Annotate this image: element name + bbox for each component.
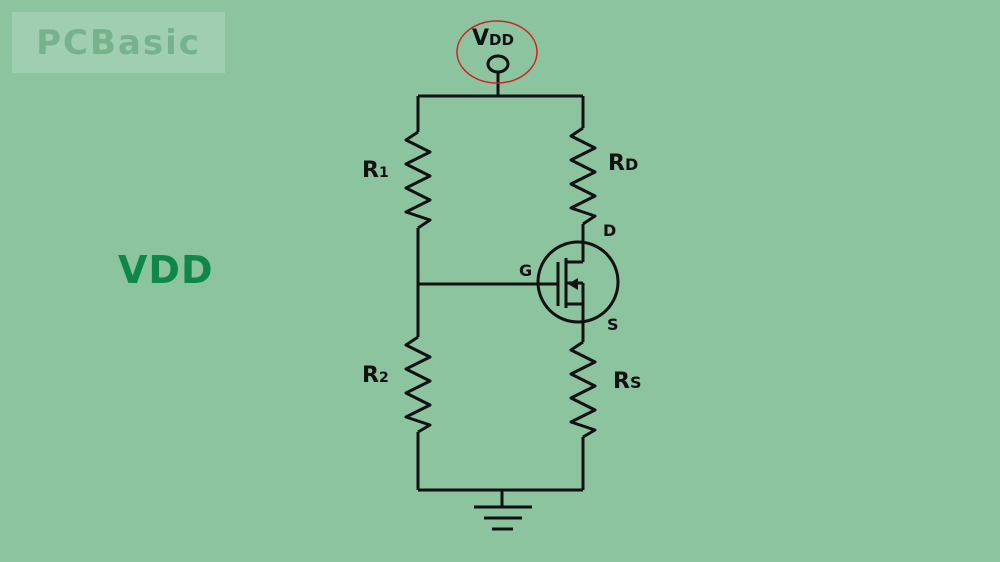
r1-label-main: R	[362, 158, 379, 183]
rd-label: RD	[608, 151, 638, 176]
resistor-rs	[569, 340, 597, 439]
r1-label-sub: 1	[379, 165, 389, 181]
vdd-label-main: V	[472, 26, 489, 51]
vdd-label-sub: DD	[489, 31, 514, 49]
rs-label-main: R	[613, 369, 630, 394]
drain-label: D	[603, 221, 616, 240]
resistor-r1	[404, 130, 432, 230]
r1-label: R1	[362, 158, 389, 183]
rd-label-sub: D	[625, 155, 638, 174]
r2-label-sub: 2	[379, 370, 389, 386]
supply-terminal	[486, 54, 510, 74]
r2-label-main: R	[362, 363, 379, 388]
vdd-highlight-circle	[456, 20, 538, 84]
r2-label: R2	[362, 363, 389, 388]
rd-label-main: R	[608, 151, 625, 176]
resistor-rd	[569, 126, 597, 226]
mosfet-body	[536, 240, 620, 324]
side-title: VDD	[118, 248, 214, 292]
source-label: S	[607, 315, 619, 334]
rs-label-sub: S	[630, 373, 642, 392]
resistor-r2	[404, 335, 432, 434]
gate-label: G	[519, 261, 532, 280]
pcbasic-logo: PCBasic	[12, 12, 225, 73]
mosfet-source-arrow	[568, 278, 578, 290]
vdd-label: VDD	[472, 26, 514, 51]
rs-label: RS	[613, 369, 641, 394]
logo-text: PCBasic	[36, 22, 201, 63]
